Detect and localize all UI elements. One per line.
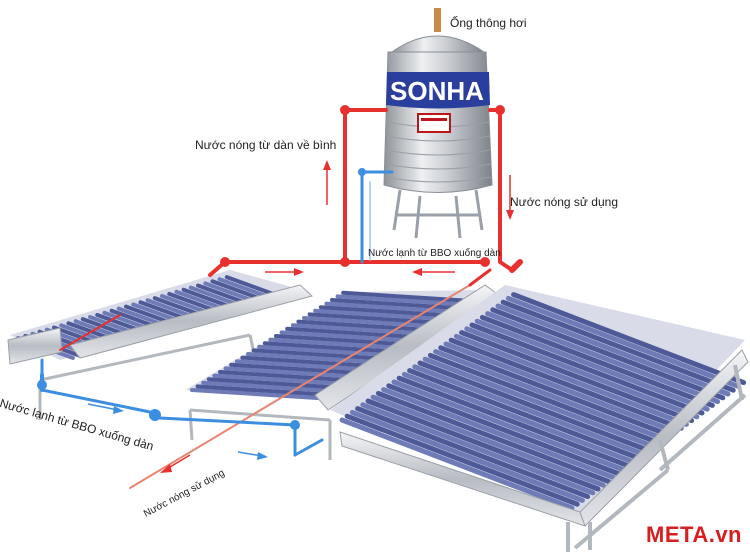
vacuum-tube bbox=[386, 383, 622, 477]
tubes-right bbox=[339, 292, 747, 511]
vacuum-tube bbox=[251, 348, 381, 361]
label-cold-to-panel-top: Nước lạnh từ BBO xuống dàn bbox=[368, 248, 501, 259]
vacuum-tube bbox=[407, 368, 643, 462]
vacuum-tube bbox=[330, 298, 459, 310]
vacuum-tube bbox=[459, 330, 695, 424]
arrow-right-icon bbox=[294, 268, 304, 276]
pipe-joints bbox=[37, 105, 505, 430]
label-hot-to-tank: Nước nóng từ dàn về bình bbox=[195, 138, 337, 152]
tank-dome bbox=[390, 35, 486, 53]
vacuum-tube bbox=[360, 402, 596, 496]
manifold-left bbox=[69, 284, 314, 359]
vacuum-tube bbox=[355, 406, 591, 500]
vent-pipe bbox=[434, 8, 441, 32]
flow-arrows bbox=[87, 160, 514, 473]
vacuum-tube bbox=[474, 318, 710, 412]
vacuum-tube bbox=[427, 352, 663, 446]
vacuum-tube bbox=[495, 303, 731, 397]
vacuum-tube bbox=[307, 312, 437, 325]
collector-left bbox=[7, 270, 314, 420]
frame-right-legs bbox=[566, 364, 747, 552]
vacuum-tube bbox=[201, 380, 331, 393]
vacuum-tube bbox=[438, 345, 674, 439]
vacuum-tube bbox=[443, 341, 679, 435]
tank-brand: SONHA bbox=[390, 76, 484, 106]
vacuum-tube bbox=[257, 344, 387, 357]
vacuum-tube bbox=[500, 299, 736, 393]
hot-pipe-to-tank bbox=[208, 108, 388, 277]
vacuum-tube bbox=[365, 398, 601, 492]
vacuum-tube bbox=[433, 349, 669, 443]
vacuum-tube bbox=[335, 294, 465, 307]
arrow-cold-right-2-icon bbox=[257, 452, 268, 460]
hot-use-line bbox=[129, 284, 471, 489]
vacuum-tube bbox=[370, 394, 606, 488]
vacuum-tube bbox=[240, 355, 370, 368]
vacuum-tube bbox=[412, 364, 648, 458]
vacuum-tube bbox=[313, 308, 443, 321]
vacuum-tube bbox=[223, 366, 353, 379]
vacuum-tube bbox=[505, 295, 741, 389]
vacuum-tube bbox=[262, 341, 392, 354]
vacuum-tube bbox=[195, 384, 325, 397]
vacuum-tube bbox=[464, 326, 700, 420]
vacuum-tube bbox=[339, 417, 575, 511]
tank-label-plate bbox=[417, 113, 451, 133]
vacuum-tube bbox=[246, 352, 375, 364]
vacuum-tube bbox=[469, 322, 705, 416]
vacuum-tube bbox=[268, 337, 398, 350]
vacuum-tube bbox=[274, 334, 403, 346]
vacuum-tube bbox=[229, 362, 359, 375]
vacuum-tube bbox=[417, 360, 653, 454]
vacuum-tube bbox=[453, 333, 689, 427]
vacuum-tube bbox=[401, 371, 637, 465]
vacuum-tube bbox=[490, 307, 726, 401]
vacuum-tube bbox=[324, 301, 454, 314]
vacuum-tube bbox=[206, 377, 336, 390]
vacuum-tube bbox=[279, 330, 409, 343]
manifold-left-end bbox=[7, 327, 63, 365]
vacuum-tube bbox=[511, 292, 747, 386]
brand-band bbox=[386, 72, 490, 109]
vacuum-tube bbox=[218, 370, 347, 382]
watermark-logo: META.vn bbox=[646, 522, 742, 547]
vacuum-tube bbox=[212, 373, 342, 386]
tank-stand bbox=[392, 189, 484, 239]
rail-right-side bbox=[579, 349, 749, 527]
vacuum-tube bbox=[479, 314, 715, 408]
vacuum-tube bbox=[318, 305, 448, 318]
vacuum-tube bbox=[485, 311, 721, 405]
arrow-hot-downleft-icon bbox=[160, 464, 172, 473]
hot-pipe-to-use bbox=[488, 108, 514, 272]
arrow-down-icon bbox=[506, 210, 514, 220]
arrow-cold-right-icon bbox=[113, 406, 124, 414]
collector-middle bbox=[185, 284, 501, 460]
vacuum-tube bbox=[302, 316, 431, 328]
vacuum-tube bbox=[375, 390, 611, 484]
label-vent-pipe: Ống thông hơi bbox=[450, 16, 527, 30]
vacuum-tube bbox=[290, 323, 420, 336]
vacuum-tube bbox=[190, 388, 319, 400]
vacuum-tube bbox=[381, 387, 617, 481]
collector-right bbox=[330, 285, 749, 552]
vacuum-tube bbox=[234, 359, 364, 372]
arrow-up-icon bbox=[323, 160, 331, 170]
arrow-left-icon bbox=[412, 268, 422, 276]
vacuum-tube bbox=[344, 413, 580, 507]
vacuum-tube bbox=[296, 319, 426, 332]
label-hot-use-right: Nước nóng sử dụng bbox=[510, 195, 618, 209]
vacuum-tube bbox=[285, 326, 415, 339]
vacuum-tube bbox=[422, 356, 658, 450]
vacuum-tube bbox=[349, 409, 585, 503]
vacuum-tube bbox=[448, 337, 684, 431]
vacuum-tube bbox=[396, 375, 632, 469]
vacuum-tube bbox=[391, 379, 627, 473]
storage-tank bbox=[383, 8, 493, 239]
